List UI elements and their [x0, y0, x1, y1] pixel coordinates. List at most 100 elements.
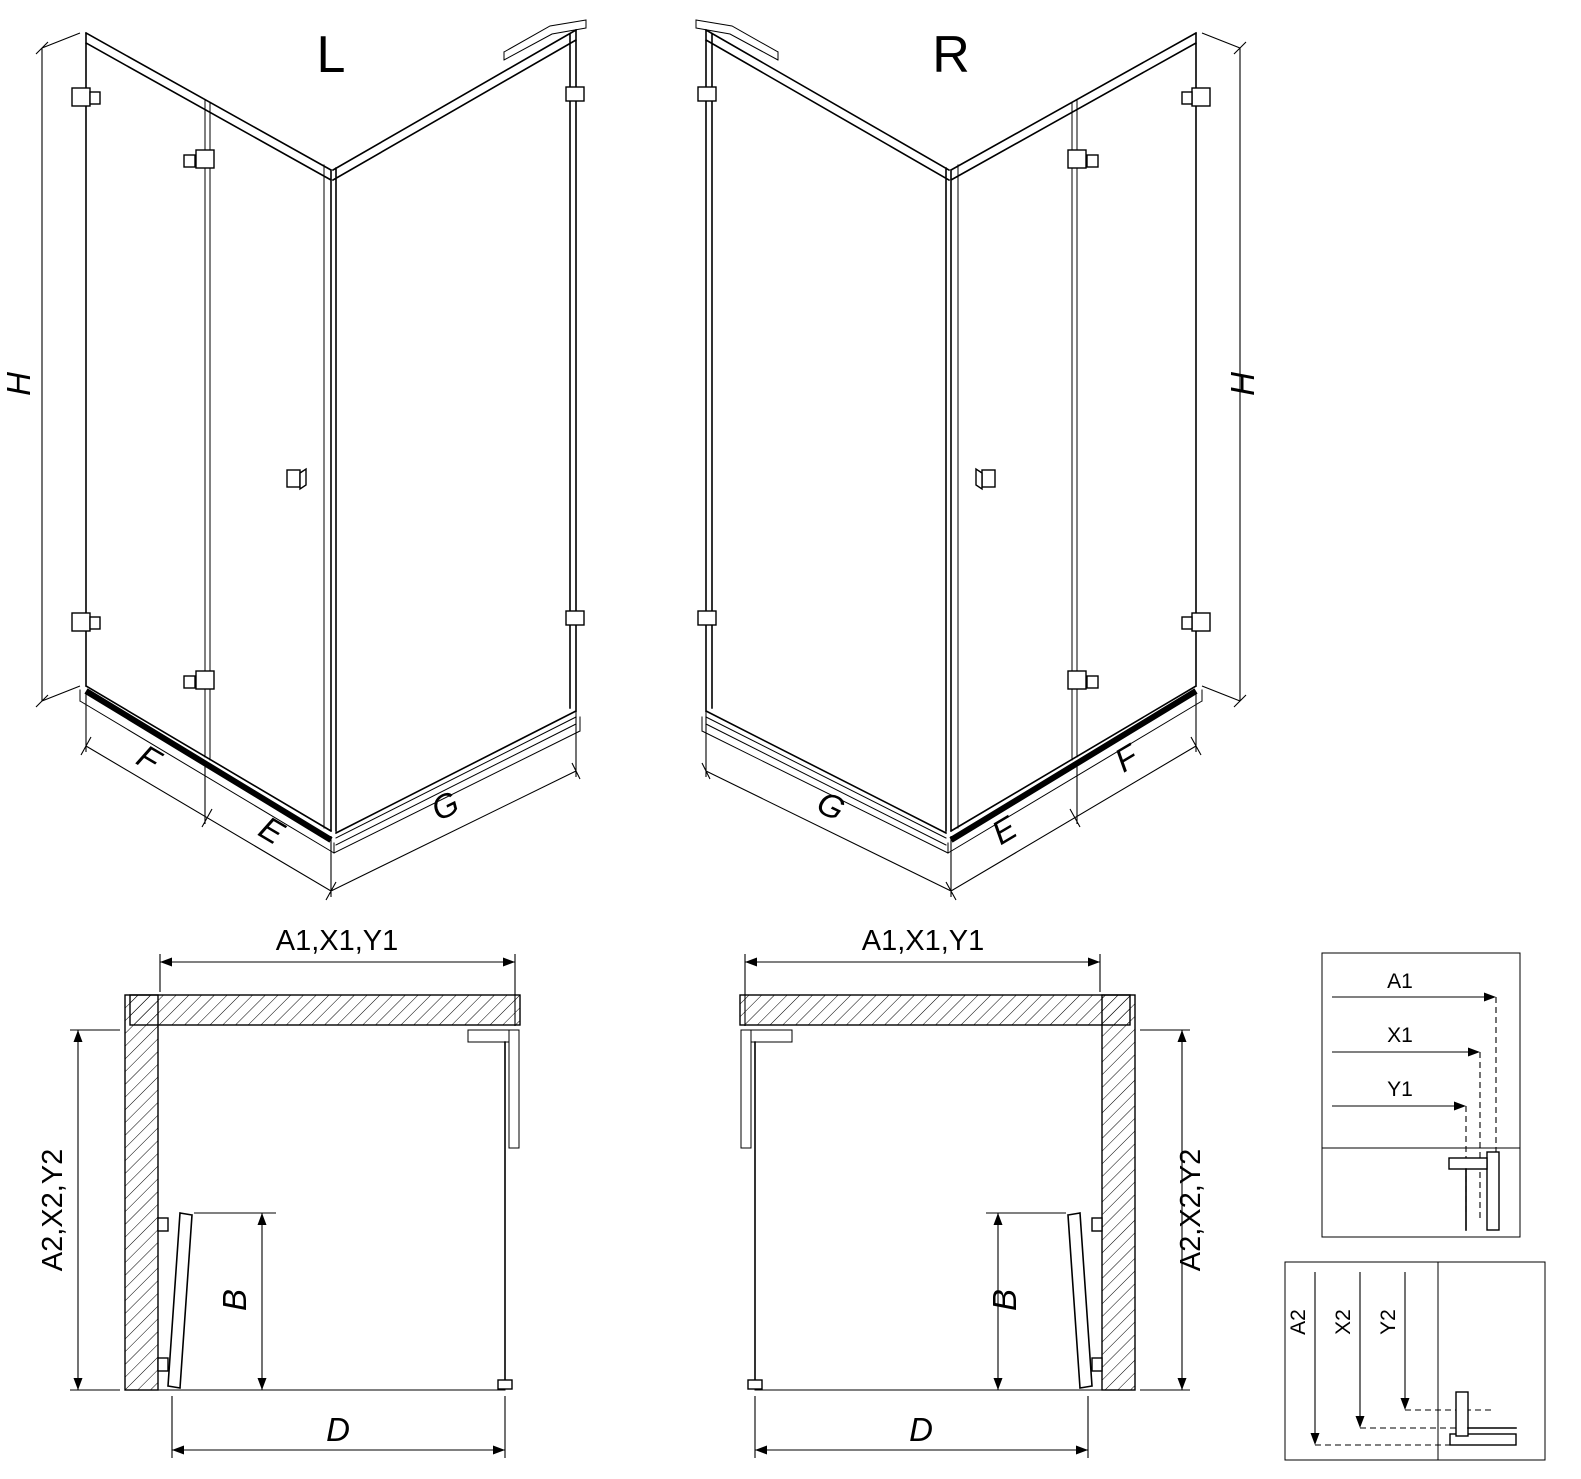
detail-frame — [1321, 952, 1521, 1238]
dim-a1-lines — [744, 954, 1101, 1026]
dim-label-h: H — [0, 372, 37, 396]
wall-section-right — [1101, 994, 1136, 1391]
profile-section — [1486, 1151, 1500, 1231]
plan-left-view: A1,X1,Y1 A2,X2,Y2 B D — [37, 925, 521, 1458]
profile-section — [1448, 1157, 1488, 1170]
support-bar-plan — [467, 1029, 520, 1149]
detail-frame — [1284, 1261, 1546, 1461]
dim-label-b: B — [216, 1289, 253, 1311]
wall-bracket — [697, 86, 717, 102]
dim-h-lines — [35, 32, 81, 708]
detail-label-x1: X1 — [1387, 1024, 1413, 1047]
dim-a2-lines — [1140, 1029, 1190, 1391]
threshold-rail — [949, 688, 1198, 843]
hinge-block — [89, 616, 101, 630]
dim-a1-lines — [159, 954, 516, 1026]
profile-section — [1455, 1391, 1469, 1437]
arrowhead — [257, 1213, 267, 1225]
arrowhead — [493, 1445, 505, 1455]
hinge-block — [1181, 616, 1193, 630]
hinge-block — [195, 149, 215, 169]
door-hinge-plan — [1091, 1217, 1103, 1232]
hinge-block — [71, 612, 91, 632]
plan-right-view: A1,X1,Y1 A2,X2,Y2 B D — [739, 925, 1207, 1458]
arrowhead — [503, 957, 515, 967]
arrowhead — [1076, 1445, 1088, 1455]
panel-end-cap — [497, 1379, 513, 1390]
arrowhead — [1400, 1398, 1410, 1410]
detail-a2x2y2: A2 X2 Y2 — [1284, 1261, 1546, 1461]
arrowhead — [1454, 1101, 1466, 1111]
wall-section-top — [739, 994, 1131, 1026]
arrowhead — [160, 957, 172, 967]
detail-a1x1y1: A1 X1 Y1 — [1321, 952, 1521, 1238]
arrowhead — [1088, 957, 1100, 967]
door-divider-lines — [204, 99, 325, 829]
dim-label-g: G — [811, 783, 850, 828]
hinge-block — [1067, 149, 1087, 169]
arrowhead — [755, 1445, 767, 1455]
glass-edges — [704, 28, 1198, 835]
door-handle — [981, 469, 996, 488]
arrowhead — [1355, 1416, 1365, 1428]
variant-label-left: L — [317, 26, 346, 84]
wall-section-top — [129, 994, 521, 1026]
dim-label-f: F — [131, 737, 169, 780]
dim-label-h: H — [1224, 372, 1261, 396]
arrowhead — [257, 1378, 267, 1390]
dim-d-lines — [171, 1396, 506, 1458]
dim-h-lines — [1201, 32, 1247, 708]
dim-a2-lines — [70, 1029, 120, 1391]
hinge-block — [89, 91, 101, 105]
wall-section-left — [124, 994, 159, 1391]
detail-label-a2: A2 — [1287, 1309, 1310, 1335]
arrowhead — [73, 1030, 83, 1042]
hinge-block — [183, 675, 196, 689]
threshold-rail — [84, 688, 333, 843]
arrowhead — [1177, 1378, 1187, 1390]
wall-bracket — [565, 610, 585, 626]
hinge-block — [1086, 154, 1099, 168]
profile-section — [1449, 1433, 1517, 1446]
dim-label-a1x1y1: A1,X1,Y1 — [862, 925, 985, 957]
arrowhead — [993, 1213, 1003, 1225]
open-door-plan — [167, 1212, 193, 1389]
hinge-block — [1191, 87, 1211, 107]
support-bar — [695, 19, 779, 61]
support-bar — [503, 19, 587, 61]
arrowhead — [745, 957, 757, 967]
hinge-block — [71, 87, 91, 107]
hinge-block — [195, 670, 215, 690]
dim-label-d: D — [909, 1411, 933, 1448]
panel-end-cap — [747, 1379, 763, 1390]
dim-feg-lines — [80, 692, 581, 901]
arrowhead — [1177, 1030, 1187, 1042]
detail-label-x2: X2 — [1332, 1309, 1355, 1335]
arrowhead — [1310, 1433, 1320, 1445]
dim-label-d: D — [326, 1411, 350, 1448]
detail-label-a1: A1 — [1387, 970, 1413, 993]
door-handle — [286, 469, 301, 488]
door-divider-lines — [957, 99, 1078, 829]
dim-d-lines — [754, 1396, 1089, 1458]
detail-label-y1: Y1 — [1387, 1078, 1413, 1101]
door-hinge-plan — [1091, 1357, 1103, 1372]
dim-b-lines — [986, 1212, 1066, 1390]
door-hinge-plan — [157, 1217, 169, 1232]
iso-left-view: L H F E G — [0, 19, 587, 901]
dim-gef-lines — [701, 692, 1202, 901]
support-bar-plan — [740, 1029, 793, 1149]
arrowhead — [73, 1378, 83, 1390]
hinge-block — [1191, 612, 1211, 632]
door-hinge-plan — [157, 1357, 169, 1372]
hinge-block — [1086, 675, 1099, 689]
arrowhead — [993, 1378, 1003, 1390]
tray-lines — [79, 689, 581, 854]
door-handle-side — [975, 467, 983, 491]
dim-label-a2x2y2: A2,X2,Y2 — [1175, 1149, 1207, 1272]
dim-label-a2x2y2: A2,X2,Y2 — [37, 1149, 69, 1272]
dim-b-lines — [194, 1212, 276, 1390]
arrowhead — [1484, 992, 1496, 1002]
dim-label-b: B — [986, 1289, 1023, 1311]
